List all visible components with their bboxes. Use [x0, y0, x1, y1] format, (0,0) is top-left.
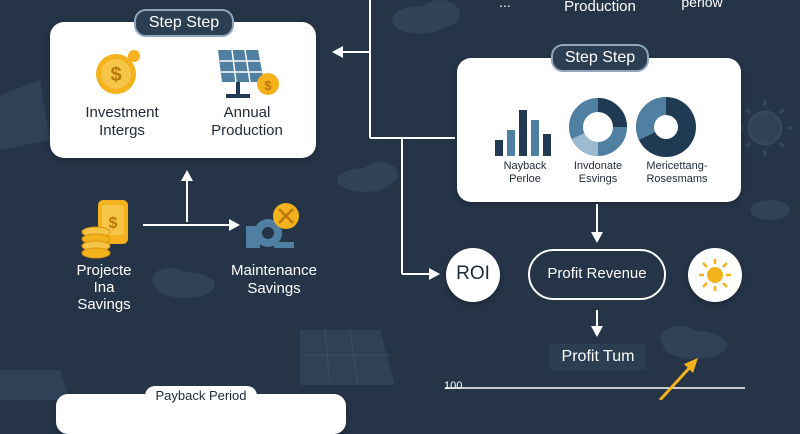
right-item-label-2: Invdonate Esvings — [573, 160, 623, 185]
profit-revenue-label: Profit Revenue — [547, 265, 647, 282]
annual-production-label: Annual Production — [211, 104, 283, 139]
svg-text:$: $ — [109, 215, 118, 232]
background-clouds — [152, 0, 790, 359]
investment-label: Investment Intergs — [85, 104, 159, 139]
right-item-label-3: Mericettang- Rosesmams — [646, 160, 708, 185]
top-cut-label-left: ... — [499, 0, 511, 10]
left-step-tag: Step Step — [134, 9, 234, 37]
payback-period-tag: Payback Period — [145, 386, 257, 406]
donut-chart-icon — [569, 98, 627, 156]
profit-turn-label: Profit Tum — [550, 344, 646, 370]
left-step-card: $ Investment Intergs $ Annual Production — [50, 22, 316, 158]
axis-tick-label: 100 — [444, 380, 463, 392]
right-step-card: Nayback Perloe Invdonate Esvings Mericet… — [457, 58, 741, 202]
background-sun-icon — [737, 100, 793, 156]
svg-text:$: $ — [110, 64, 121, 86]
maintenance-gear-icon — [246, 203, 299, 248]
diagram-connectors — [0, 0, 793, 400]
sun-circle — [688, 248, 742, 302]
right-step-tag: Step Step — [551, 44, 649, 72]
background-solar-panels — [0, 80, 395, 400]
bar-chart-icon — [495, 110, 551, 156]
top-production-label: Production — [564, 0, 636, 15]
roi-circle: ROI — [446, 248, 500, 302]
arrowheads — [181, 46, 603, 337]
savings-coins-icon: $ — [81, 200, 128, 259]
svg-text:$: $ — [264, 78, 272, 93]
profit-trend-arrow — [658, 358, 698, 400]
solar-panel-icon: $ — [218, 49, 279, 98]
right-item-label-1: Nayback Perloe — [503, 160, 547, 185]
projected-savings-label: Projecte Ina Savings — [76, 262, 132, 313]
pie-chart-icon — [636, 97, 696, 157]
top-cut-label-right: perlow — [681, 0, 723, 10]
maintenance-savings-label: Maintenance Savings — [231, 262, 317, 297]
coin-icon: $ — [96, 50, 140, 94]
profit-revenue-pill: Profit Revenue — [528, 249, 666, 300]
panel-grid-lines — [300, 329, 390, 386]
roi-label: ROI — [456, 263, 490, 284]
sun-icon — [699, 259, 731, 291]
